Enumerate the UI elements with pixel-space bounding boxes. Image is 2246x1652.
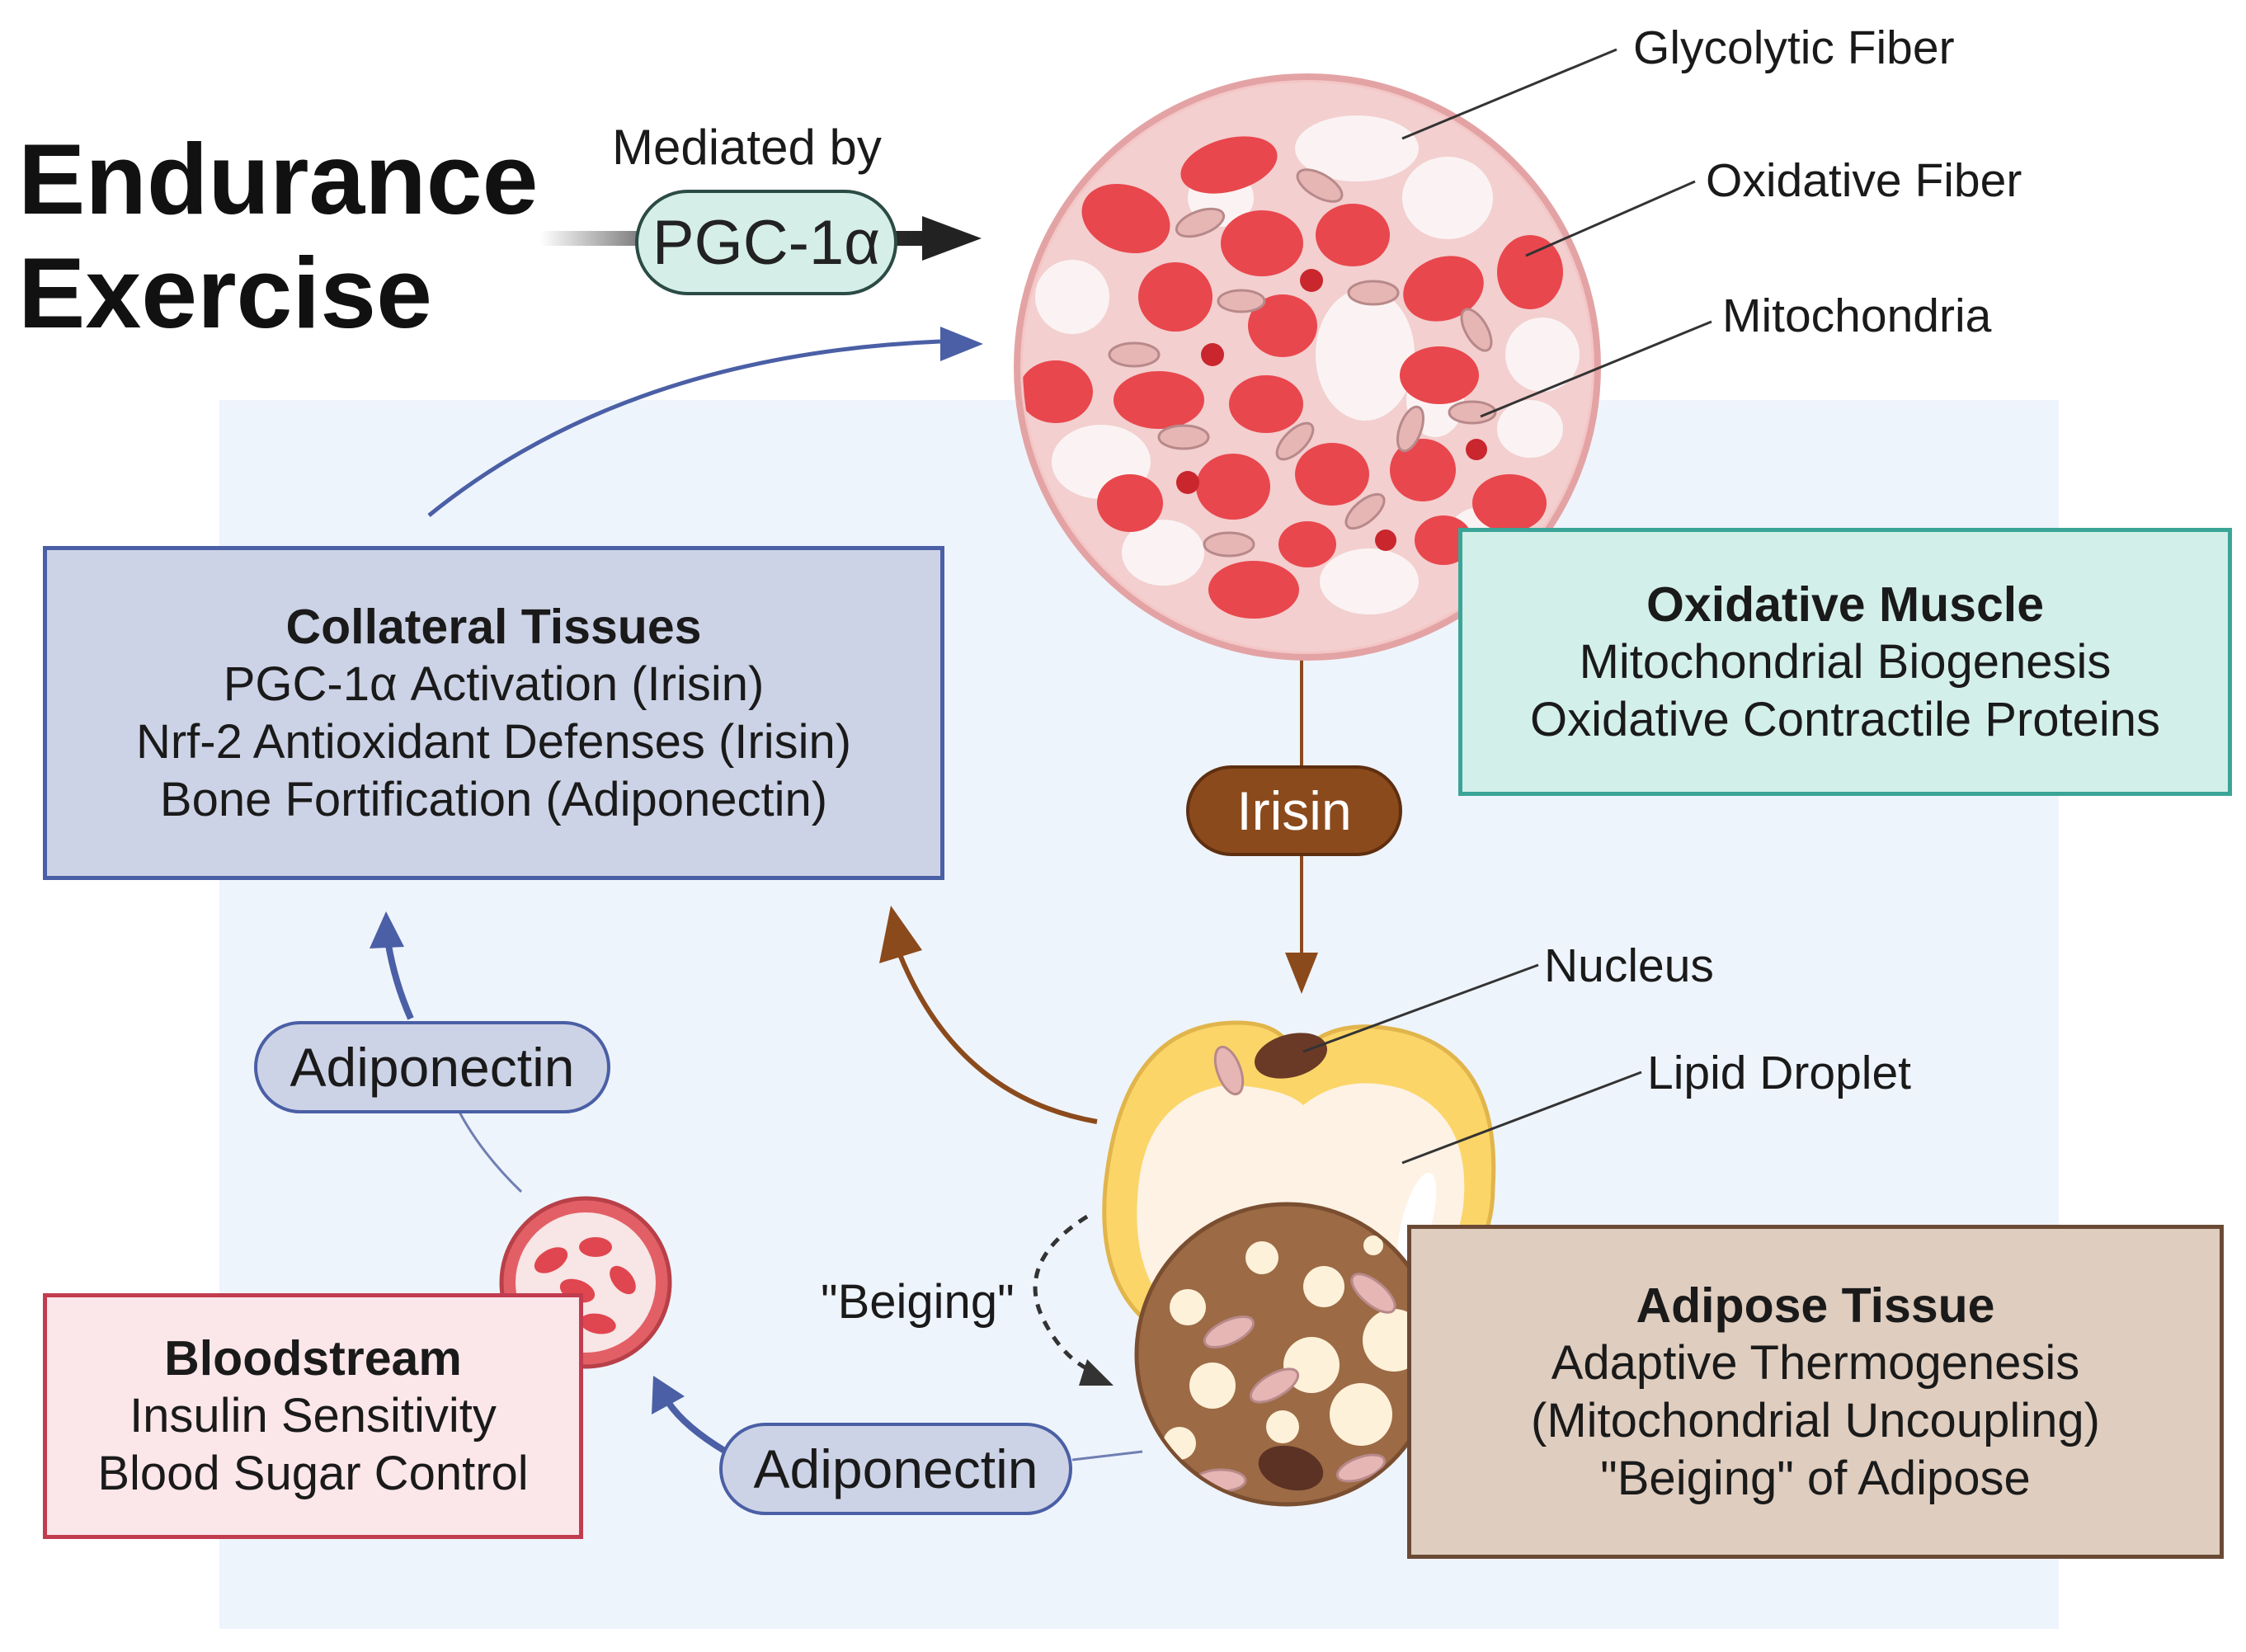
bloodstream-line-1: Insulin Sensitivity	[129, 1389, 497, 1443]
beiging-dashed-arrow	[1033, 1214, 1098, 1376]
bloodstream-line-2: Blood Sugar Control	[97, 1447, 529, 1500]
nucleus-label: Nucleus	[1544, 939, 1714, 992]
collateral-line-1: PGC-1α Activation (Irisin)	[223, 657, 765, 711]
bloodstream-heading: Bloodstream	[164, 1331, 462, 1386]
blood-to-collateral-arrowhead	[370, 911, 404, 948]
beiging-label: "Beiging"	[821, 1275, 1015, 1329]
title-line-1: Endurance	[18, 123, 539, 235]
collateral-to-muscle-arrowhead	[940, 327, 983, 361]
irisin-badge: Irisin	[1186, 765, 1402, 856]
oxidative-muscle-heading: Oxidative Muscle	[1646, 577, 2045, 632]
mitochondria-leader	[1480, 320, 1712, 418]
adipose-tissue-box: Adipose Tissue Adaptive Thermogenesis (M…	[1407, 1225, 2224, 1559]
collateral-to-muscle-arrow	[427, 339, 941, 517]
beige-adipocyte	[1134, 1202, 1439, 1507]
beiging-arrowhead	[1079, 1359, 1114, 1386]
oxidative-leader	[1525, 180, 1696, 257]
blood-to-collateral-arrow	[384, 939, 414, 1020]
adipose-line-3: "Beiging" of Adipose	[1600, 1451, 2031, 1505]
muscle-to-adipose-arrowhead	[1285, 953, 1318, 994]
glycolytic-leader	[1401, 48, 1617, 140]
adipose-line-2: (Mitochondrial Uncoupling)	[1531, 1393, 2100, 1447]
collateral-heading: Collateral Tissues	[285, 599, 702, 654]
pgc-badge: PGC-1α	[635, 190, 897, 295]
bloodstream-box: Bloodstream Insulin Sensitivity Blood Su…	[43, 1293, 583, 1539]
muscle-cross-section	[1014, 73, 1601, 661]
adiponectin-bottom-badge: Adiponectin	[719, 1423, 1072, 1515]
lipid-droplet-label: Lipid Droplet	[1647, 1047, 1912, 1099]
lipid-leader	[1401, 1071, 1642, 1165]
oxidative-muscle-line-1: Mitochondrial Biogenesis	[1579, 634, 2112, 689]
adipose-to-blood-arrow	[665, 1400, 728, 1455]
oxidative-fiber-label: Oxidative Fiber	[1706, 154, 2022, 207]
collateral-tissues-box: Collateral Tissues PGC-1α Activation (Ir…	[43, 546, 944, 880]
mediated-by-label: Mediated by	[612, 120, 882, 175]
adipose-to-collateral-arrow	[897, 951, 1098, 1124]
adipose-heading: Adipose Tissue	[1636, 1278, 1995, 1333]
oxidative-muscle-line-2: Oxidative Contractile Proteins	[1530, 692, 2160, 746]
adipose-line-1: Adaptive Thermogenesis	[1551, 1335, 2080, 1390]
collateral-line-3: Bone Fortification (Adiponectin)	[159, 772, 828, 826]
mitochondria-label: Mitochondria	[1722, 289, 1992, 342]
adipose-to-blood-line	[1071, 1450, 1143, 1461]
collateral-line-2: Nrf-2 Antioxidant Defenses (Irisin)	[135, 714, 852, 769]
adiponectin-left-badge: Adiponectin	[254, 1021, 610, 1113]
title-line-2: Exercise	[18, 237, 432, 349]
adipose-to-blood-arrowhead	[652, 1376, 685, 1414]
oxidative-muscle-box: Oxidative Muscle Mitochondrial Biogenesi…	[1458, 528, 2232, 796]
glycolytic-fiber-label: Glycolytic Fiber	[1633, 21, 1955, 74]
adipose-to-collateral-arrowhead	[879, 906, 922, 963]
page-title: Endurance Exercise	[18, 122, 539, 350]
nucleus-leader	[1302, 963, 1539, 1053]
